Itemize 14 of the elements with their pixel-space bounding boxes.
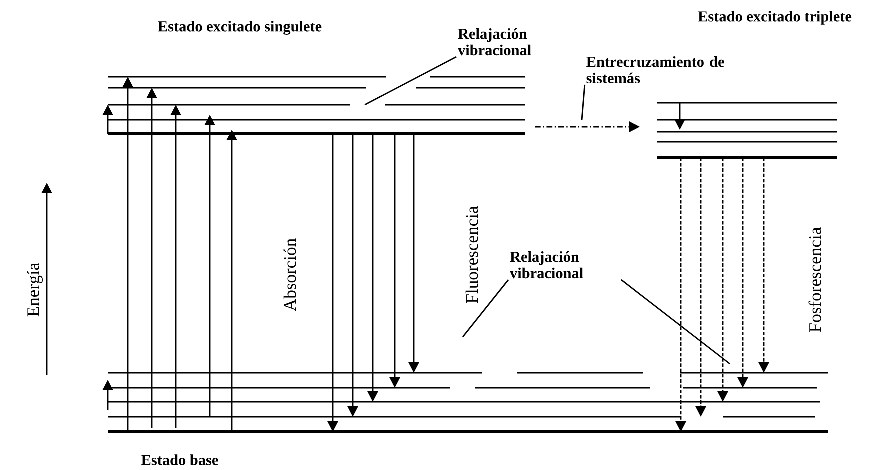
label: Fluorescencia <box>466 206 478 304</box>
leader-line <box>462 280 510 338</box>
callout-text: Relajación vibracional <box>458 28 532 56</box>
leader-line <box>620 279 730 365</box>
label: Estado excitado triplete <box>698 11 852 25</box>
label: Absorción <box>284 238 296 312</box>
leader-line <box>581 84 586 120</box>
leader-line <box>364 56 457 106</box>
label: Fosforescencia <box>808 228 822 332</box>
label: Energía <box>27 263 43 317</box>
label: Estado base <box>142 454 218 466</box>
callout-text: Entrecruzamiento de sistemás <box>586 56 724 84</box>
label: Estado excitado singulete <box>158 21 322 35</box>
callout-text: Relajación vibracional <box>510 251 584 279</box>
